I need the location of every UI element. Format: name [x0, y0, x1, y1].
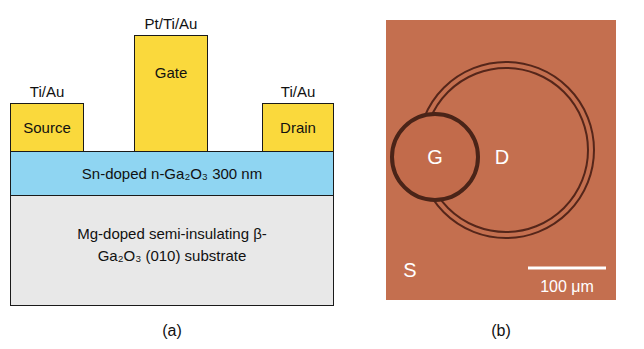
metal-stack-label: Pt/Ti/Au: [145, 15, 198, 32]
part-name: D: [495, 146, 509, 169]
text-holder: Gate: [155, 64, 188, 82]
ring-line: [424, 68, 588, 232]
source-contact: Ti/AuSource: [10, 103, 84, 152]
ring-line: [418, 62, 594, 238]
gate-contact: Pt/Ti/AuGate: [134, 35, 208, 152]
text-holder: S: [403, 259, 416, 282]
panel-label: (b): [491, 322, 511, 339]
text-holder: D: [495, 146, 509, 169]
drain-contact: Ti/AuDrain: [262, 103, 334, 152]
gate-pad: G: [390, 112, 480, 202]
scale-bar-label: 100 μm: [540, 278, 594, 295]
metal-stack-label: Ti/Au: [281, 83, 315, 100]
label-holder: 100 μm: [540, 278, 594, 296]
text-holder: Source: [23, 119, 71, 137]
text-holder: Mg-doped semi-insulating β-Ga₂O₃ (010) s…: [72, 223, 272, 267]
part-name: Sn-doped n-Ga₂O₃ 300 nm: [82, 165, 262, 182]
part-name: Drain: [280, 119, 316, 136]
part-name: S: [403, 259, 416, 282]
panel-label: (a): [162, 322, 182, 339]
label-holder: (b): [491, 322, 511, 340]
text-holder: Ti/Au: [281, 83, 315, 101]
text-holder: Drain: [280, 119, 316, 137]
label-holder: (a): [162, 322, 182, 340]
part-name: Source: [23, 119, 71, 136]
part-name: Mg-doped semi-insulating β-Ga₂O₃ (010) s…: [72, 223, 272, 267]
text-holder: Sn-doped n-Ga₂O₃ 300 nm: [82, 165, 262, 183]
part-name: G: [427, 146, 443, 169]
channel-layer: Sn-doped n-Ga₂O₃ 300 nm: [10, 151, 334, 196]
part-name: Gate: [155, 64, 188, 81]
text-holder: Ti/Au: [30, 83, 64, 101]
micrograph: S G D: [386, 20, 616, 300]
metal-stack-label: Ti/Au: [30, 83, 64, 100]
text-holder: G: [427, 146, 443, 169]
substrate-layer: Mg-doped semi-insulating β-Ga₂O₃ (010) s…: [10, 195, 334, 306]
text-holder: Pt/Ti/Au: [145, 15, 198, 33]
